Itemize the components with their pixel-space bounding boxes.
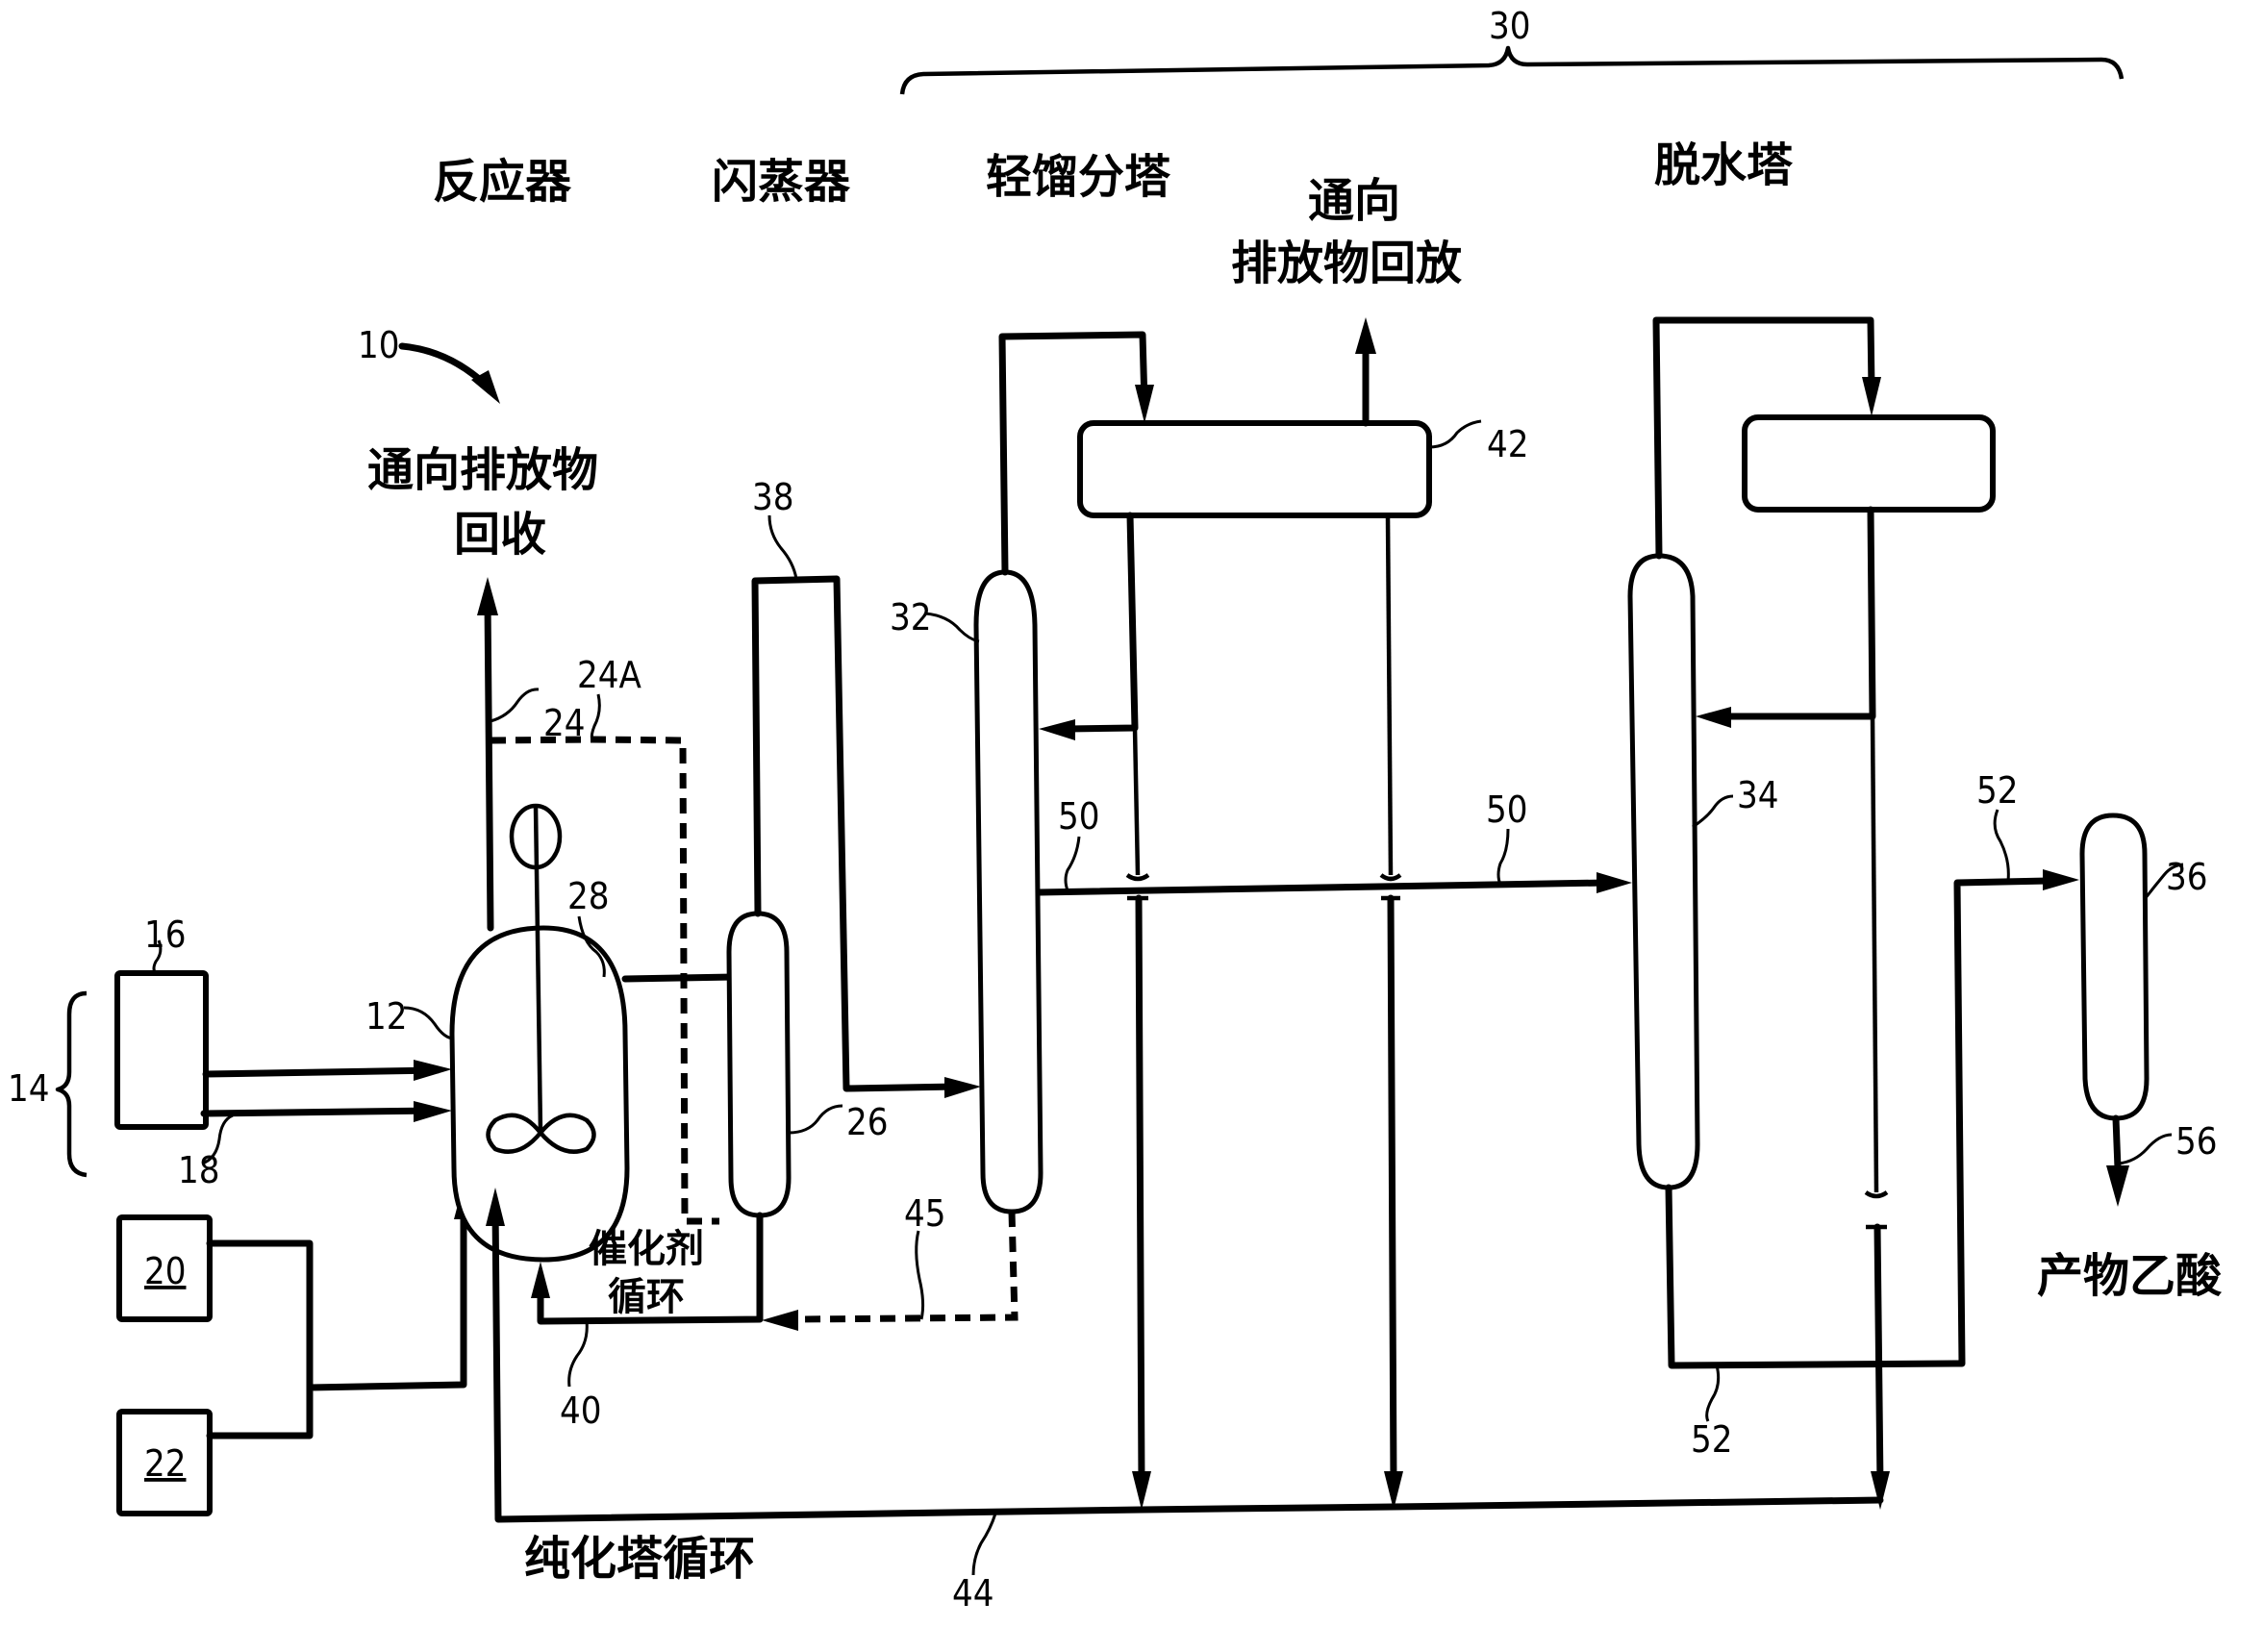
flasher-overhead-38 — [751, 575, 961, 1092]
bottoms-recycle-line-45 — [797, 1211, 1018, 1323]
light-ends-column-32 — [973, 569, 1043, 1214]
label-50-a: 50 — [1058, 795, 1100, 838]
label-45: 45 — [904, 1192, 946, 1235]
section-label-reactor: 反应器 — [433, 155, 572, 209]
recycle-arrowhead-c — [1871, 1471, 1890, 1510]
feed-arrowhead-18 — [414, 1101, 452, 1122]
side-draw-line-50 — [1035, 879, 1610, 896]
label-40: 40 — [560, 1389, 602, 1432]
product-label: 产物乙酸 — [2037, 1249, 2223, 1303]
decanter-outlet-a-upper — [1132, 727, 1141, 876]
label-34: 34 — [1737, 774, 1779, 816]
label-16: 16 — [144, 914, 187, 956]
sources-manifold-line — [206, 1193, 467, 1439]
label-12: 12 — [365, 995, 408, 1038]
decanter-reflux-line — [1064, 512, 1139, 733]
source-22-box — [116, 1409, 213, 1516]
purification-recycle-line-44 — [491, 1203, 1884, 1523]
label-26: 26 — [846, 1101, 889, 1143]
feed-line-18 — [200, 1107, 441, 1117]
section-label-light-ends: 轻馏分塔 — [986, 150, 1171, 204]
catalyst-recycle-label-2: 循环 — [608, 1275, 685, 1319]
flasher-overhead-arrowhead — [944, 1077, 981, 1098]
label-52-a: 52 — [1976, 769, 2019, 812]
decanter-outlet-a-lower — [1135, 894, 1145, 1489]
decanter-outlet-b-lower — [1387, 894, 1397, 1489]
label-20: 20 — [144, 1250, 187, 1292]
label-32: 32 — [890, 596, 932, 638]
drying-bottoms-line-52 — [1665, 877, 2052, 1369]
label-24a: 24A — [577, 654, 641, 696]
drying-decanter-inlet-arrowhead — [1862, 377, 1881, 416]
label-42: 42 — [1487, 423, 1529, 465]
side-draw-arrowhead — [1597, 872, 1632, 893]
system-arrowhead — [471, 370, 500, 404]
label-50-b: 50 — [1486, 788, 1528, 831]
label-10: 10 — [358, 324, 400, 366]
reflux-arrowhead-32 — [1039, 719, 1075, 740]
flasher-26 — [726, 911, 792, 1218]
feed-source-16 — [114, 970, 209, 1130]
flasher-feed-line-28 — [621, 973, 740, 983]
decanter-vent-arrowhead — [1355, 317, 1376, 354]
label-28: 28 — [567, 875, 610, 917]
feed-line-16 — [202, 1066, 441, 1078]
product-line-56 — [2112, 1114, 2122, 1172]
purification-recycle-arrowhead — [486, 1188, 505, 1226]
agitator-shaft — [533, 805, 543, 1134]
drying-reflux-line — [1722, 506, 1876, 720]
catalyst-recycle-line-40 — [537, 1212, 764, 1325]
vent-label-decanter-2: 排放物回放 — [1231, 237, 1462, 290]
decanter-outlet-b-upper — [1385, 514, 1394, 876]
vent-arrowhead-24 — [477, 577, 498, 615]
vent-label-reactor-2: 回收 — [454, 508, 546, 562]
label-44: 44 — [952, 1572, 994, 1614]
drying-decanter-outlet-upper — [1870, 715, 1879, 1193]
heavy-ends-inlet-arrowhead — [2043, 869, 2079, 890]
drying-decanter — [1742, 414, 1996, 513]
decanter-inlet-arrowhead — [1135, 385, 1154, 423]
feed-arrowhead-16 — [414, 1060, 452, 1081]
bottoms-recycle-arrowhead — [762, 1310, 798, 1331]
catalyst-recycle-arrowhead — [531, 1262, 550, 1298]
vent-label-reactor-1: 通向排放物 — [367, 443, 598, 497]
heavy-ends-column-36 — [2079, 813, 2150, 1121]
label-56: 56 — [2175, 1120, 2218, 1163]
drying-overhead-line — [1652, 316, 1875, 560]
label-36: 36 — [2166, 856, 2208, 898]
label-30: 30 — [1489, 5, 1531, 47]
brace-14 — [55, 990, 88, 1178]
recycle-arrowhead-b — [1384, 1471, 1403, 1510]
decanter-42 — [1077, 420, 1432, 518]
purification-recycle-label: 纯化塔循环 — [524, 1532, 755, 1586]
label-38: 38 — [752, 476, 794, 518]
drying-decanter-outlet-lower — [1873, 1223, 1884, 1489]
drying-column-34 — [1627, 553, 1700, 1190]
vent-label-decanter-1: 通向 — [1308, 174, 1400, 228]
source-20 — [116, 1214, 213, 1322]
product-arrowhead — [2106, 1165, 2129, 1207]
recycle-arrowhead-a — [1132, 1471, 1151, 1510]
vent-line-24a — [490, 736, 719, 1225]
label-22: 22 — [144, 1442, 187, 1485]
agitator-impeller-icon — [486, 1113, 596, 1154]
section-label-flasher: 闪蒸器 — [712, 155, 851, 209]
brace-30 — [899, 45, 2125, 95]
reflux-arrowhead-34 — [1696, 707, 1731, 728]
section-label-drying: 脱水塔 — [1654, 138, 1794, 192]
vent-line-24 — [484, 597, 494, 932]
label-14: 14 — [8, 1067, 50, 1110]
label-52-b: 52 — [1691, 1418, 1733, 1461]
light-ends-overhead-line — [998, 331, 1148, 576]
catalyst-recycle-label-1: 催化剂 — [589, 1227, 704, 1271]
